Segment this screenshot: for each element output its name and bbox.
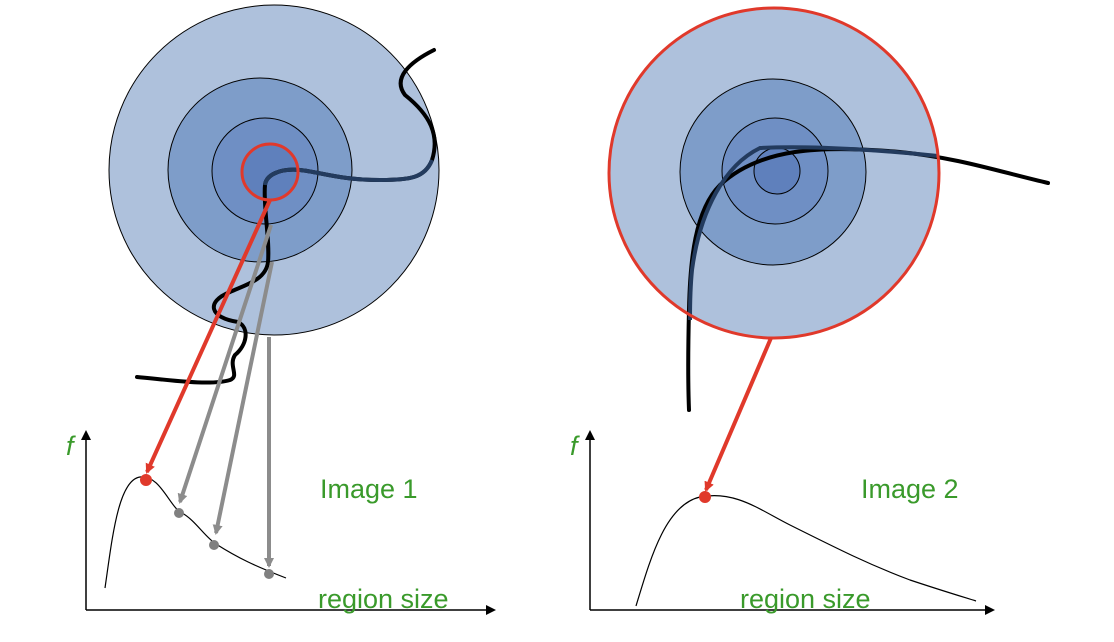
image1-point-gray-2 [209, 540, 219, 550]
image2-peak-point [699, 491, 711, 503]
image1-axis-x-label: region size [318, 584, 449, 614]
image2-response-curve [635, 495, 977, 607]
image2-arrow-red [704, 337, 773, 492]
image1-arrow-gray-2 [212, 261, 274, 535]
image2-selected-region [607, 6, 941, 340]
image1-point-gray-1 [174, 508, 184, 518]
image1-concentric-regions [108, 4, 440, 336]
image1-peak-point [140, 474, 152, 486]
image1-arrow-red [145, 199, 272, 474]
image2-concentric-regions [609, 8, 939, 338]
image2-axis-x-label: region size [740, 584, 871, 614]
image2-panel: f Image 2 region size [570, 6, 1050, 615]
image1-panel: f Image 1 region size [66, 4, 496, 615]
image2-edge-curve-inner [688, 145, 939, 321]
image2-label: Image 2 [861, 474, 959, 504]
image1-axis-y-label: f [66, 431, 76, 461]
image1-label: Image 1 [320, 474, 418, 504]
image1-edge-curve-inner [263, 159, 434, 186]
image2-axis-y-label: f [570, 431, 580, 461]
image1-response-curve [104, 476, 287, 589]
image1-arrow-gray-1 [177, 224, 273, 504]
image1-point-gray-3 [264, 569, 274, 579]
image2-edge-curve [686, 147, 1050, 412]
